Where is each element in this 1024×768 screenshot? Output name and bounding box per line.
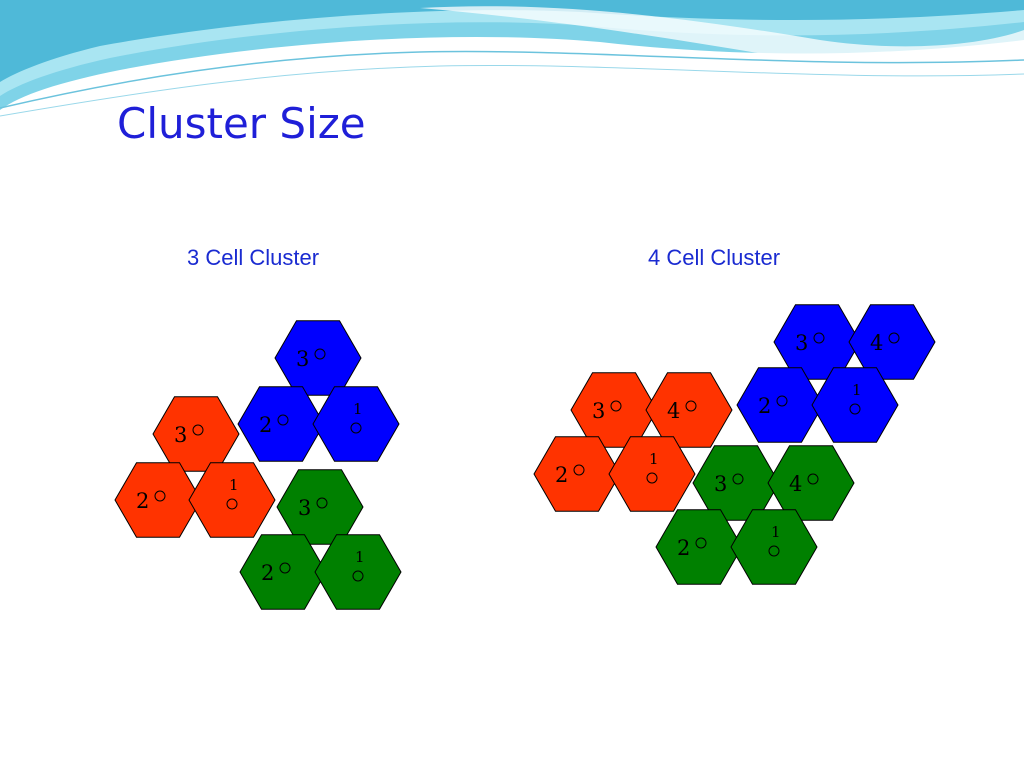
hex-cell: 3 — [274, 320, 362, 396]
cell-label: 2 — [555, 463, 568, 487]
hex-cell: 1 — [811, 367, 899, 443]
base-station-marker — [314, 348, 326, 360]
cell-label: 2 — [261, 561, 274, 585]
base-station-marker — [807, 473, 819, 485]
hex-cell-shape — [533, 436, 621, 512]
hex-cell: 2 — [655, 509, 743, 585]
hex-cell: 1 — [730, 509, 818, 585]
base-station-marker — [732, 473, 744, 485]
cluster-blue: 3 4 2 1 — [736, 304, 936, 443]
base-station-marker — [192, 424, 204, 436]
hex-cell: 3 — [773, 304, 861, 380]
hex-cell: 2 — [239, 534, 327, 610]
hex-cell-shape — [274, 320, 362, 396]
hex-cell-shape — [188, 462, 276, 538]
hex-cell-shape — [730, 509, 818, 585]
hex-cell: 2 — [533, 436, 621, 512]
cluster-blue: 3 2 1 — [237, 320, 400, 462]
hex-cell: 3 — [276, 469, 364, 545]
cell-label: 4 — [789, 472, 802, 496]
cell-label: 1 — [649, 450, 659, 468]
cell-label: 2 — [136, 489, 149, 513]
cell-label: 4 — [870, 331, 883, 355]
hex-cell-shape — [570, 372, 658, 448]
cluster-green: 3 2 1 — [239, 469, 402, 610]
hex-cell: 4 — [645, 372, 733, 448]
caption-3-cell-cluster: 3 Cell Cluster — [187, 245, 320, 270]
cell-label: 1 — [355, 548, 365, 566]
caption-4-cell-cluster: 4 Cell Cluster — [648, 245, 781, 270]
hex-cell: 3 — [152, 396, 240, 472]
hex-cell-shape — [608, 436, 696, 512]
base-station-marker — [849, 403, 861, 415]
hex-cell-shape — [312, 386, 400, 462]
base-station-marker — [154, 490, 166, 502]
hex-cell: 1 — [188, 462, 276, 538]
hex-cell-shape — [114, 462, 202, 538]
base-station-marker — [646, 472, 658, 484]
cell-label: 3 — [296, 347, 309, 371]
header-wave-decoration — [0, 0, 1024, 117]
hex-cell-shape — [848, 304, 936, 380]
base-station-marker — [776, 395, 788, 407]
hex-cell: 3 — [570, 372, 658, 448]
base-station-marker — [226, 498, 238, 510]
cell-label: 4 — [667, 399, 680, 423]
base-station-marker — [610, 400, 622, 412]
cell-label: 1 — [229, 476, 239, 494]
base-station-marker — [352, 570, 364, 582]
hex-cell-shape — [152, 396, 240, 472]
hex-cell: 1 — [314, 534, 402, 610]
base-station-marker — [685, 400, 697, 412]
hex-cell: 2 — [237, 386, 325, 462]
hex-cell-shape — [276, 469, 364, 545]
cell-label: 1 — [771, 523, 781, 541]
hex-cell-shape — [767, 445, 855, 521]
cell-label: 3 — [592, 399, 605, 423]
hex-cell-shape — [736, 367, 824, 443]
cluster-green: 3 4 2 1 — [655, 445, 855, 585]
hex-cell-shape — [237, 386, 325, 462]
cluster-red: 3 4 2 1 — [533, 372, 733, 512]
hex-cell-shape — [655, 509, 743, 585]
hex-cell: 2 — [114, 462, 202, 538]
cell-label: 2 — [677, 536, 690, 560]
hex-cell: 1 — [312, 386, 400, 462]
hex-cell-shape — [239, 534, 327, 610]
cell-label: 2 — [758, 394, 771, 418]
hex-cell-shape — [314, 534, 402, 610]
base-station-marker — [350, 422, 362, 434]
base-station-marker — [279, 562, 291, 574]
cell-label: 3 — [174, 423, 187, 447]
hex-cell: 2 — [736, 367, 824, 443]
cell-label: 3 — [298, 496, 311, 520]
cell-label: 2 — [259, 413, 272, 437]
hex-cell-shape — [645, 372, 733, 448]
hex-cell: 4 — [848, 304, 936, 380]
hex-cell-shape — [692, 445, 780, 521]
hex-cell: 3 — [692, 445, 780, 521]
cell-label: 3 — [714, 472, 727, 496]
base-station-marker — [695, 537, 707, 549]
slide-title: Cluster Size — [117, 99, 366, 148]
base-station-marker — [277, 414, 289, 426]
hex-cell: 4 — [767, 445, 855, 521]
base-station-marker — [573, 464, 585, 476]
cell-label: 1 — [353, 400, 363, 418]
base-station-marker — [888, 332, 900, 344]
base-station-marker — [813, 332, 825, 344]
cell-label: 3 — [795, 331, 808, 355]
hex-cell-shape — [811, 367, 899, 443]
hex-cell: 1 — [608, 436, 696, 512]
cell-label: 1 — [852, 381, 862, 399]
base-station-marker — [316, 497, 328, 509]
cluster-red: 3 2 1 — [114, 396, 276, 538]
base-station-marker — [768, 545, 780, 557]
